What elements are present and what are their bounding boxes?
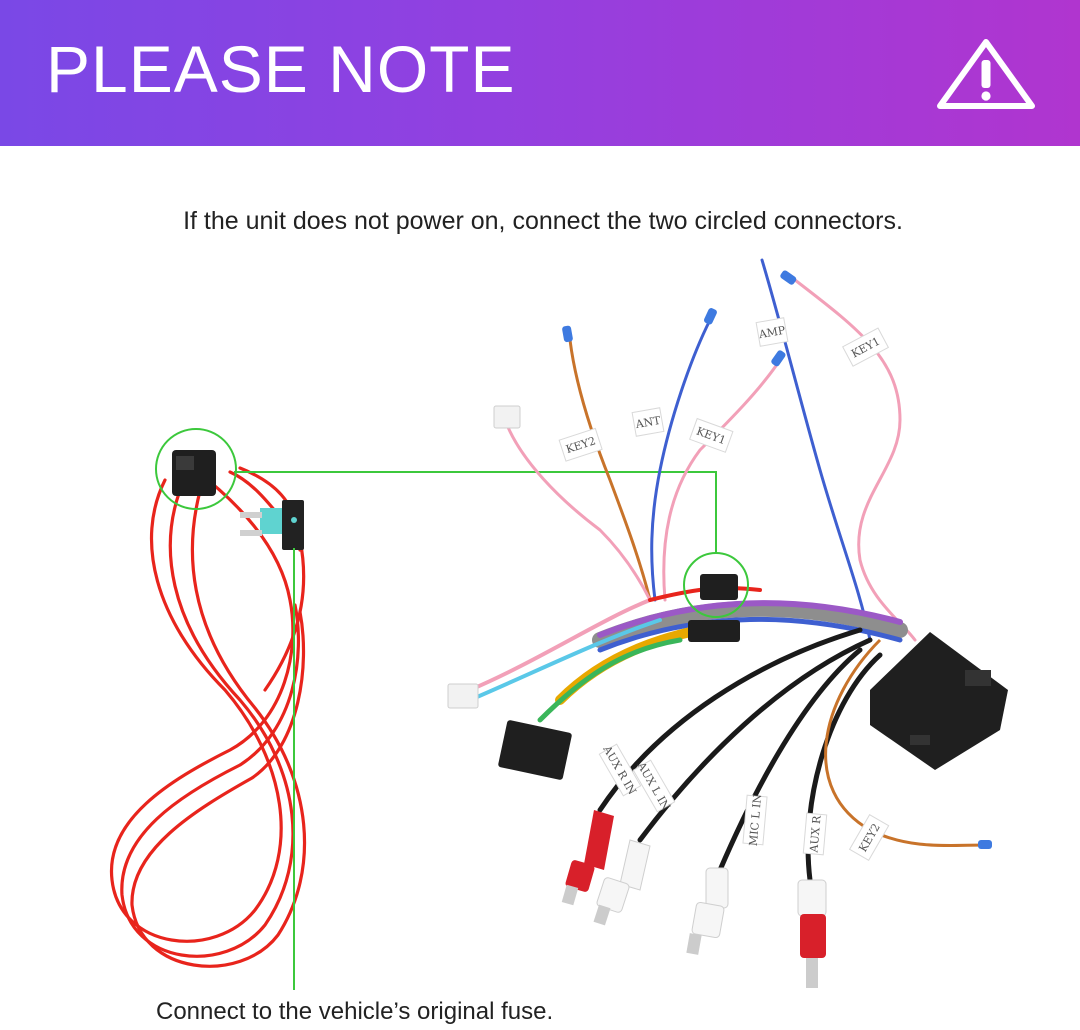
white-plug-top [493, 405, 521, 429]
rca-cables [597, 627, 883, 883]
rca-plug-white-mid [686, 867, 729, 955]
svg-text:AMP: AMP [757, 324, 787, 342]
rca-plug-red-right [797, 879, 827, 988]
wire-tag-key2-top: KEY2 [558, 427, 603, 462]
svg-text:AUX R: AUX R [807, 814, 823, 854]
fuse-note-text: Connect to the vehicle’s original fuse. [156, 998, 554, 1025]
rca-plug-red-left [561, 810, 614, 906]
rca-plug-white-left [593, 839, 651, 926]
banner-title: PLEASE NOTE [46, 32, 516, 106]
main-harness-plug [447, 683, 572, 780]
wire-tag-mic-l-in: MIC L IN [742, 793, 768, 847]
harness-main-bundle [468, 586, 908, 723]
power-connector-mid [688, 574, 740, 642]
wire-tip-key2-bottom [978, 840, 992, 849]
svg-text:ANT: ANT [634, 414, 662, 431]
wire-tag-amp: AMP [755, 317, 789, 347]
warning-triangle-icon [937, 39, 1035, 109]
key2-bottom-wire [824, 638, 986, 848]
iso-connector-block [870, 632, 1008, 770]
highlight-circle-mid [683, 552, 749, 618]
wire-tag-ant: ANT [631, 407, 665, 437]
fuse-tap-red-wire [109, 466, 307, 968]
svg-text:MIC L IN: MIC L IN [747, 793, 765, 847]
wire-tag-aux-r: AUX R [802, 812, 828, 856]
instruction-text: If the unit does not power on, connect t… [183, 207, 903, 235]
fuse-tap [240, 500, 304, 550]
power-connector-left [172, 450, 216, 496]
highlight-circle-left [155, 428, 237, 510]
wire-tag-key1-mid: KEY1 [689, 417, 734, 453]
header-banner: PLEASE NOTE [0, 0, 1080, 146]
wire-tips-upper [562, 270, 797, 367]
highlight-connector-lines [234, 471, 717, 990]
